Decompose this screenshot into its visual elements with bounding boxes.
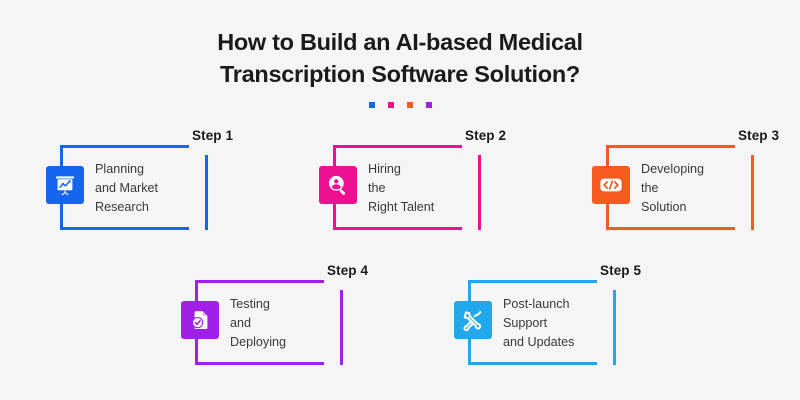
step-text-1-line-3: Research xyxy=(95,200,149,215)
dot-blue xyxy=(368,101,375,108)
step-label-1: Step 1 xyxy=(192,128,234,143)
step-text-2-line-3: Right Talent xyxy=(368,200,435,215)
code-brackets-icon xyxy=(592,166,630,204)
step-label-3: Step 3 xyxy=(738,128,780,143)
bracket-right-5 xyxy=(613,290,616,365)
step-text-3-line-1: Developing xyxy=(641,162,705,176)
step-text-1-line-2: and Market xyxy=(95,181,158,196)
step-text-3-line-3: Solution xyxy=(641,200,687,215)
person-search-icon xyxy=(319,166,357,204)
step-text-5-line-2: Support xyxy=(503,316,548,331)
step-text-1-line-1: Planning xyxy=(95,162,145,176)
bracket-top-3 xyxy=(606,145,735,148)
step-text-2: Hiring the Right Talent xyxy=(368,160,434,217)
page-title-line-2: Transcription Software Solution? xyxy=(220,61,580,88)
bracket-top-2 xyxy=(333,145,462,148)
step-text-2-line-1: Hiring xyxy=(368,162,401,176)
bracket-right-2 xyxy=(478,155,481,230)
step-text-4-line-3: Deploying xyxy=(230,335,287,350)
step-text-1: Planning and Market Research xyxy=(95,160,158,217)
document-check-icon xyxy=(181,301,219,339)
step-card-1[interactable]: Step 1 Planning and Market Research xyxy=(42,128,255,246)
step-text-4-line-1: Testing xyxy=(230,297,270,311)
step-text-5-line-1: Post-launch xyxy=(503,297,570,311)
step-label-2: Step 2 xyxy=(465,128,507,143)
step-text-5: Post-launch Support and Updates xyxy=(503,295,574,352)
bracket-top-4 xyxy=(195,280,324,283)
step-label-4: Step 4 xyxy=(327,263,369,278)
step-text-2-line-2: the xyxy=(368,181,386,196)
bracket-right-4 xyxy=(340,290,343,365)
page-header: How to Build an AI-based Medical Transcr… xyxy=(0,0,800,108)
step-card-2[interactable]: Step 2 Hiring the Right Talent xyxy=(315,128,528,246)
dot-orange xyxy=(406,101,413,108)
step-card-4[interactable]: Step 4 Testing and Deploying xyxy=(177,263,390,381)
step-text-4-line-2: and xyxy=(230,316,252,331)
step-text-5-line-3: and Updates xyxy=(503,335,575,350)
dot-pink xyxy=(387,101,394,108)
step-label-5: Step 5 xyxy=(600,263,642,278)
steps-container: Step 1 Planning and Market Research xyxy=(0,128,800,381)
bracket-bottom-4 xyxy=(195,362,324,365)
step-text-4: Testing and Deploying xyxy=(230,295,286,352)
bracket-bottom-2 xyxy=(333,227,462,230)
step-card-5[interactable]: Step 5 Post-launch Support and Updates xyxy=(450,263,663,381)
page-title: How to Build an AI-based Medical Transcr… xyxy=(0,26,800,91)
bracket-bottom-5 xyxy=(468,362,597,365)
bracket-right-3 xyxy=(751,155,754,230)
dot-purple xyxy=(425,101,432,108)
bracket-top-1 xyxy=(60,145,189,148)
tools-wrench-screwdriver-icon xyxy=(454,301,492,339)
steps-row-2: Step 4 Testing and Deploying Step 5 xyxy=(0,263,800,381)
bracket-bottom-1 xyxy=(60,227,189,230)
steps-row-1: Step 1 Planning and Market Research xyxy=(0,128,800,246)
bracket-right-1 xyxy=(205,155,208,230)
presentation-chart-icon xyxy=(46,166,84,204)
step-card-3[interactable]: Step 3 Developing the Solution xyxy=(588,128,800,246)
decorative-dots xyxy=(0,101,800,108)
step-text-3-line-2: the xyxy=(641,181,659,196)
step-text-3: Developing the Solution xyxy=(641,160,704,217)
page-title-line-1: How to Build an AI-based Medical xyxy=(217,29,583,55)
bracket-bottom-3 xyxy=(606,227,735,230)
bracket-top-5 xyxy=(468,280,597,283)
